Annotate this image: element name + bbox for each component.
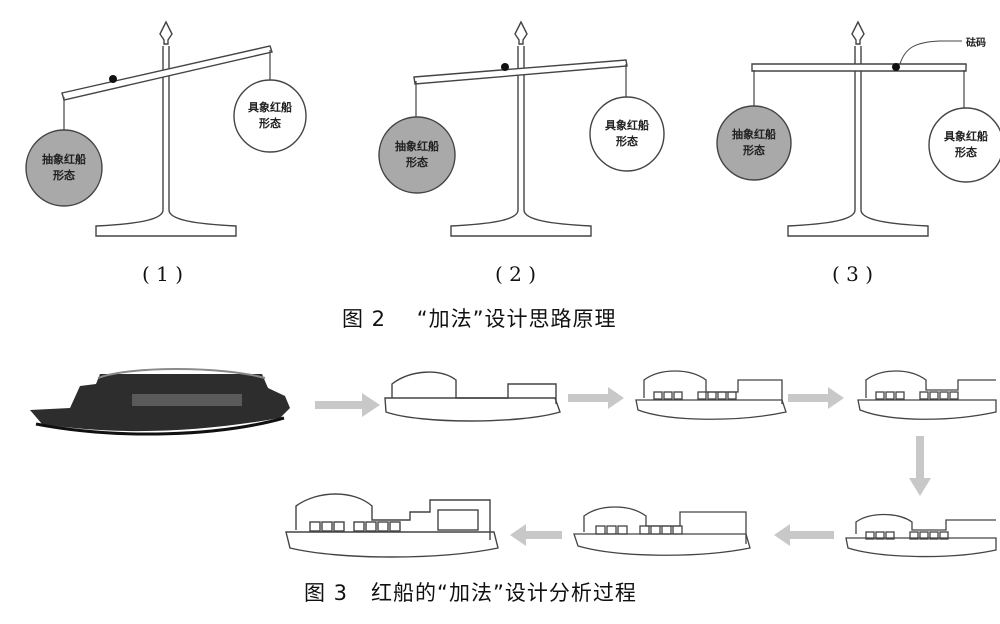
process-arrow-2 <box>568 387 624 409</box>
process-arrow-1 <box>315 393 380 417</box>
boat-detail <box>857 370 997 420</box>
abstract-pan-3 <box>716 105 792 181</box>
concrete-pan-3 <box>928 107 1000 183</box>
balance-panel-2 <box>378 21 665 237</box>
concrete-pan-2 <box>589 96 665 172</box>
weight-label: 砝码 <box>966 38 986 49</box>
concrete-pan-label-3: 具象红船 形态 <box>936 129 996 161</box>
concrete-pan-label-2: 具象红船 形态 <box>597 118 657 150</box>
pan-line-1: 具象红船 <box>248 101 292 114</box>
balance-panel-1 <box>25 21 307 237</box>
process-arrow-left-2 <box>510 524 562 546</box>
pan-line-2: 形态 <box>259 117 281 130</box>
boat-outline-1 <box>384 371 561 422</box>
panel-label-2: ( 2 ) <box>495 262 537 286</box>
pan-line-2: 形态 <box>955 146 977 159</box>
boat-final <box>285 493 499 558</box>
concrete-pan-1 <box>233 79 307 153</box>
pan-line-1: 具象红船 <box>605 119 649 132</box>
panel-label-3: ( 3 ) <box>832 262 874 286</box>
concrete-pan-label-1: 具象红船 形态 <box>240 100 300 132</box>
pan-line-1: 抽象红船 <box>732 128 776 141</box>
process-arrow-down <box>909 436 931 496</box>
boat-windows <box>635 370 787 420</box>
abstract-pan-label-3: 抽象红船 形态 <box>724 127 784 159</box>
boat-cabin <box>573 506 751 556</box>
balance-panel-3 <box>716 21 1000 237</box>
abstract-pan-label-1: 抽象红船 形态 <box>34 152 94 184</box>
figure-2-caption: 图 2 “加法”设计思路原理 <box>342 307 617 331</box>
pan-line-2: 形态 <box>743 144 765 157</box>
pan-line-1: 抽象红船 <box>395 140 439 153</box>
pan-line-2: 形态 <box>616 135 638 148</box>
pan-line-1: 抽象红船 <box>42 153 86 166</box>
figure-3-caption: 图 3 红船的“加法”设计分析过程 <box>304 581 637 605</box>
pan-line-2: 形态 <box>406 156 428 169</box>
pan-line-2: 形态 <box>53 169 75 182</box>
abstract-pan-1 <box>25 129 103 207</box>
process-arrow-3 <box>788 387 844 409</box>
boat-roof-detail <box>845 513 997 558</box>
process-arrow-left-1 <box>774 524 834 546</box>
panel-label-1: ( 1 ) <box>142 262 184 286</box>
boat-photo <box>30 368 290 436</box>
pan-line-1: 具象红船 <box>944 130 988 143</box>
abstract-pan-label-2: 抽象红船 形态 <box>387 139 447 171</box>
abstract-pan-2 <box>378 116 456 194</box>
